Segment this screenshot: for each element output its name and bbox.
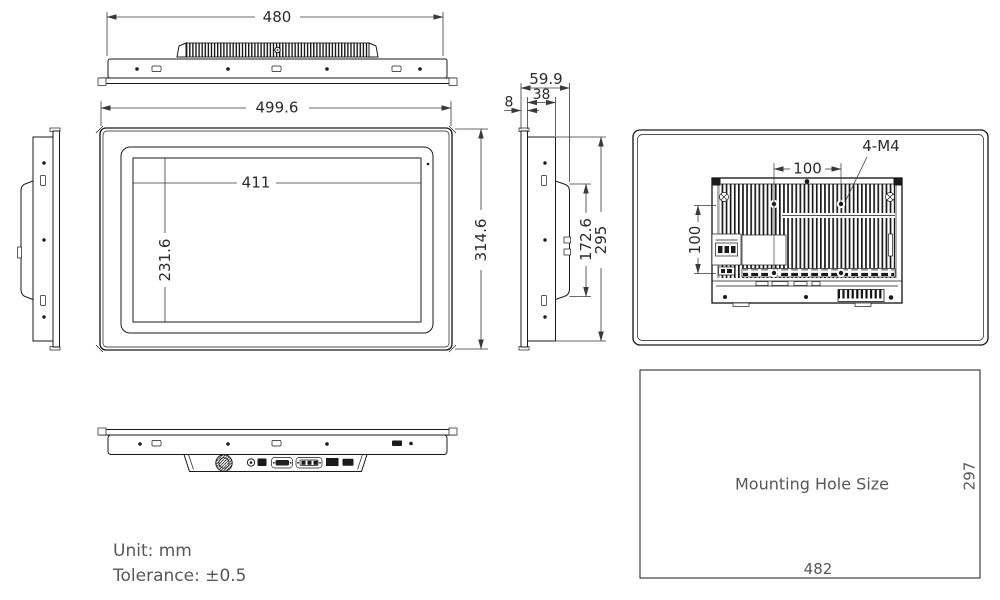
right-side-view: 59.9 38 8 172.6 295 [504, 70, 610, 351]
rear-label-sticker [741, 234, 787, 266]
dim-overall-depth: 59.9 [529, 70, 562, 88]
bottom-screw-holes [138, 440, 413, 447]
mounting-hole-diagram: Mounting Hole Size 482 297 [639, 369, 981, 579]
front-bezel [120, 146, 434, 334]
io-ports [215, 454, 354, 472]
rear-small-sticker [718, 266, 735, 276]
front-outer-frame [99, 127, 453, 351]
label-mounting-hole-size: Mounting Hole Size [735, 475, 889, 494]
usb-port [326, 458, 339, 466]
rear-corner-screws [719, 192, 895, 202]
note-unit: Unit: mm [113, 541, 192, 561]
dim-vesa-width: 100 [793, 160, 822, 178]
dim-display-width: 411 [242, 174, 271, 192]
left-side-view [17, 127, 61, 351]
top-screw-holes [135, 65, 422, 72]
rear-barcode-sticker [837, 289, 885, 302]
dim-front-overall-height: 314.6 [472, 219, 490, 262]
switch-port [257, 458, 267, 466]
dim-top-overall-width: 480 [263, 8, 292, 26]
front-display-area [132, 157, 422, 323]
dim-bezel-thickness: 8 [505, 95, 514, 111]
dim-body-depth: 38 [533, 87, 551, 103]
front-indicator-dot [426, 162, 430, 166]
dim-rear-module-height: 172.6 [577, 218, 595, 261]
rear-vesa-holes [769, 199, 846, 278]
top-view: 480 [97, 8, 458, 86]
rear-outer-frame [632, 129, 989, 346]
mounting-cutout-rect [639, 369, 981, 579]
side-front-flange [52, 130, 60, 348]
rear-vent-row [741, 268, 896, 278]
bottom-view [97, 427, 458, 472]
rear-view: 100 100 4-M4 [632, 129, 989, 346]
rear-bottom-ports [755, 281, 821, 286]
dim-display-height: 231.6 [156, 239, 174, 282]
note-tolerance: Tolerance: ±0.5 [112, 566, 246, 586]
db-connector [295, 457, 323, 469]
dim-mounting-height: 297 [961, 462, 979, 491]
circular-connector [215, 454, 233, 472]
bottom-front-flange [99, 429, 456, 436]
drawing-notes: Unit: mm Tolerance: ±0.5 [112, 541, 246, 586]
top-front-flange [99, 77, 456, 84]
side-rear-module [20, 180, 34, 301]
rear-terminal-block [711, 233, 742, 266]
dim-body-height: 295 [592, 226, 610, 255]
label-vesa-screw-spec: 4-M4 [862, 137, 899, 155]
dim-mounting-width: 482 [804, 560, 833, 578]
dim-vesa-height: 100 [686, 226, 704, 255]
top-heatsink [176, 42, 379, 58]
db9-connector [271, 457, 293, 469]
hdmi-port [342, 458, 354, 466]
dim-front-overall-width: 499.6 [256, 99, 299, 117]
front-view: 499.6 314.6 411 231.6 [95, 99, 490, 353]
